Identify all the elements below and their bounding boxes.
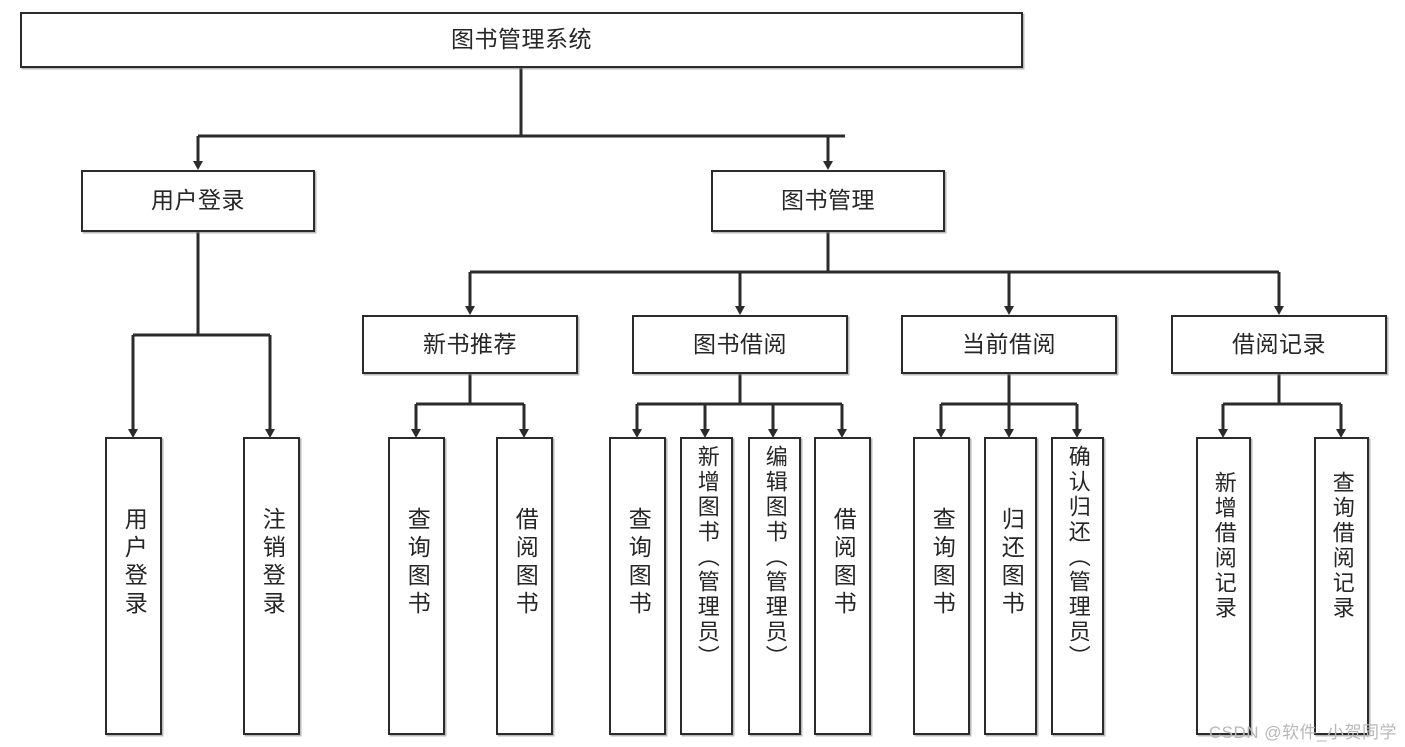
leaf-node-confirm-return[interactable]: 确认归还（管理员） — [1051, 437, 1104, 735]
node-user-login[interactable]: 用户登录 — [81, 170, 315, 232]
node-label: 新增借阅记录 — [1211, 471, 1237, 621]
leaf-node-add-borrow-record[interactable]: 新增借阅记录 — [1196, 437, 1251, 735]
node-book-borrow[interactable]: 图书借阅 — [632, 315, 848, 374]
csdn-watermark: CSDN @软件_小贺同学 — [1208, 723, 1397, 742]
node-label: 图书借阅 — [693, 330, 787, 357]
leaf-node-logout[interactable]: 注销登录 — [243, 437, 300, 735]
node-label: 归还图书 — [998, 507, 1025, 619]
node-label: 查询图书 — [625, 507, 652, 619]
node-label: 借阅记录 — [1232, 330, 1326, 357]
node-label: 注销登录 — [259, 507, 286, 619]
node-root-book-management-system[interactable]: 图书管理系统 — [20, 12, 1023, 68]
node-label: 图书管理系统 — [451, 26, 592, 53]
node-label: 查询图书 — [404, 507, 431, 619]
leaf-node-query-book-borrow[interactable]: 查询图书 — [609, 437, 666, 735]
node-label: 查询图书 — [929, 507, 956, 619]
leaf-node-edit-book[interactable]: 编辑图书（管理员） — [748, 437, 801, 735]
node-label: 图书管理 — [781, 187, 875, 214]
node-label: 新增图书（管理员） — [694, 445, 720, 670]
node-label: 确认归还（管理员） — [1065, 445, 1091, 670]
node-label: 编辑图书（管理员） — [762, 445, 788, 670]
node-label: 借阅图书 — [512, 507, 539, 619]
node-label: 用户登录 — [151, 187, 245, 214]
leaf-node-borrow-book[interactable]: 借阅图书 — [814, 437, 871, 735]
node-label: 新书推荐 — [423, 330, 517, 357]
node-borrow-record[interactable]: 借阅记录 — [1171, 315, 1387, 374]
leaf-node-borrow-book-recommend[interactable]: 借阅图书 — [496, 437, 553, 735]
leaf-node-add-book[interactable]: 新增图书（管理员） — [680, 437, 733, 735]
leaf-node-query-borrow-record[interactable]: 查询借阅记录 — [1314, 437, 1369, 735]
node-label: 用户登录 — [121, 507, 148, 619]
node-label: 查询借阅记录 — [1329, 471, 1355, 621]
leaf-node-query-book-recommend[interactable]: 查询图书 — [388, 437, 445, 735]
node-new-book-recommend[interactable]: 新书推荐 — [362, 315, 578, 374]
node-book-management[interactable]: 图书管理 — [711, 170, 945, 232]
leaf-node-query-book-current[interactable]: 查询图书 — [913, 437, 970, 735]
leaf-node-user-login[interactable]: 用户登录 — [105, 437, 162, 735]
node-label: 当前借阅 — [962, 330, 1056, 357]
node-label: 借阅图书 — [830, 507, 857, 619]
leaf-node-return-book[interactable]: 归还图书 — [984, 437, 1037, 735]
node-current-borrow[interactable]: 当前借阅 — [901, 315, 1117, 374]
